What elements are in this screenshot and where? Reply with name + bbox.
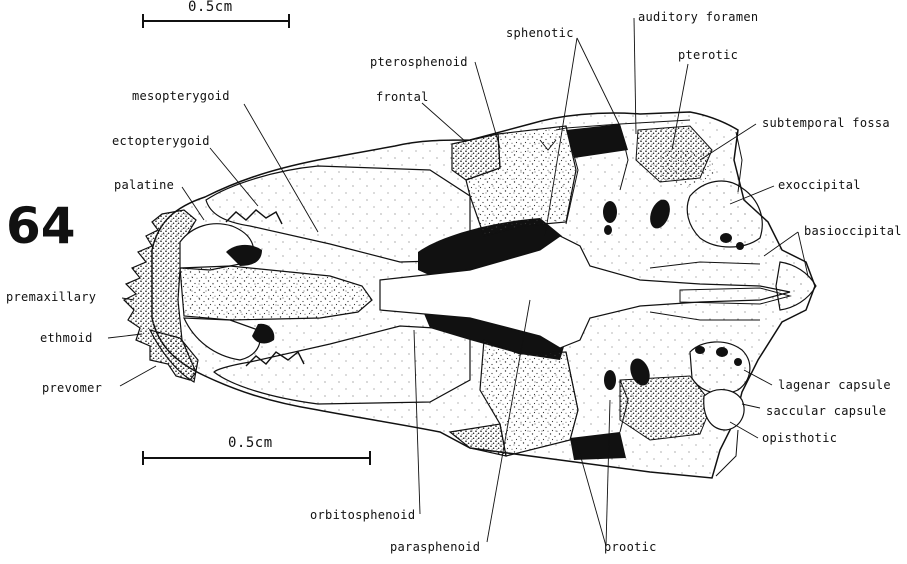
scale-bar-top-label: 0.5cm: [188, 0, 233, 14]
label-frontal: frontal: [376, 90, 429, 104]
basioccipital-end: [776, 262, 816, 310]
label-auditory-foramen: auditory foramen: [638, 10, 758, 24]
label-saccular-capsule: saccular capsule: [766, 404, 886, 418]
scale-bar-bottom: [143, 451, 370, 465]
label-exoccipital: exoccipital: [778, 178, 861, 192]
label-prootic: prootic: [604, 540, 657, 554]
figure-number: 64: [6, 198, 76, 254]
label-opisthotic: opisthotic: [762, 431, 837, 445]
label-basioccipital: basioccipital: [804, 224, 902, 238]
label-prevomer: prevomer: [42, 381, 102, 395]
label-orbitosphenoid: orbitosphenoid: [310, 508, 415, 522]
label-premaxillary: premaxillary: [6, 290, 96, 304]
label-subtemporal-fossa: subtemporal fossa: [762, 116, 890, 130]
label-sphenotic: sphenotic: [506, 26, 574, 40]
label-lagenar-capsule: lagenar capsule: [778, 378, 891, 392]
label-palatine: palatine: [114, 178, 174, 192]
label-ethmoid: ethmoid: [40, 331, 93, 345]
label-pterosphenoid: pterosphenoid: [370, 55, 468, 69]
label-pterotic: pterotic: [678, 48, 738, 62]
label-parasphenoid: parasphenoid: [390, 540, 480, 554]
scale-bar-top: [143, 14, 289, 28]
label-mesopterygoid: mesopterygoid: [132, 89, 230, 103]
scale-bar-bottom-label: 0.5cm: [228, 436, 273, 450]
label-ectopterygoid: ectopterygoid: [112, 134, 210, 148]
